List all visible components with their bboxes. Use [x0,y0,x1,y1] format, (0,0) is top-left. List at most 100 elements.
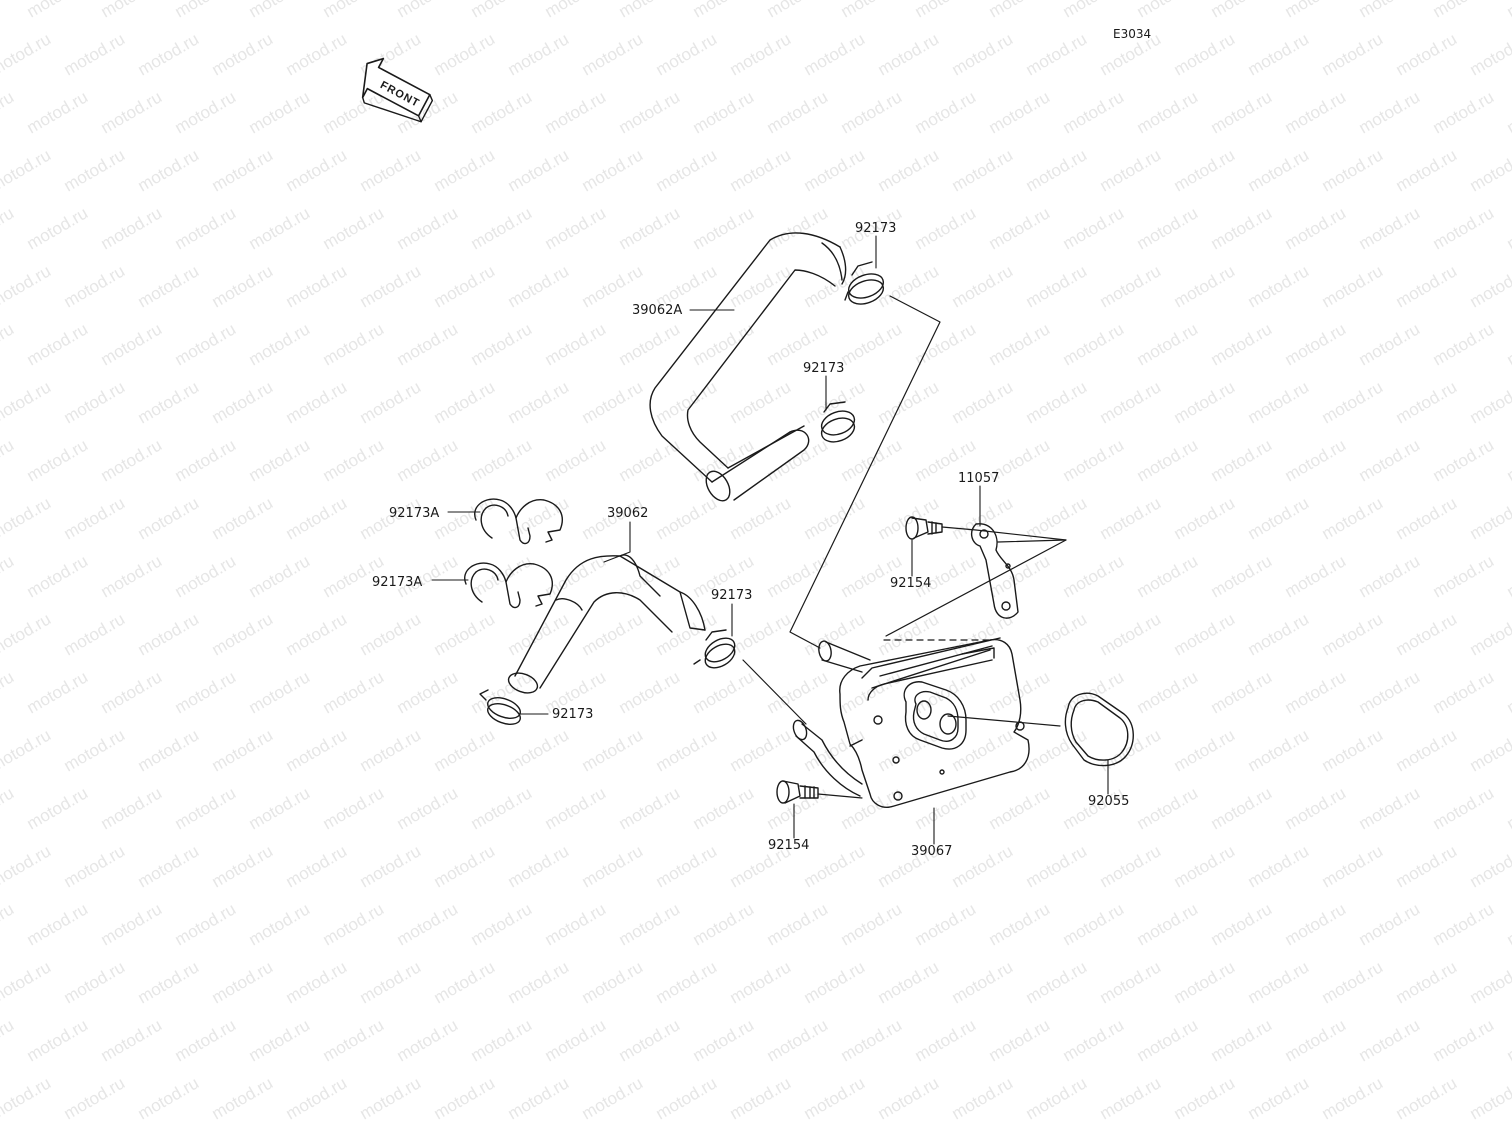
watermark-text: motod.ru [0,145,54,195]
watermark-text: motod.ru [394,435,462,485]
watermark-text: motod.ru [616,0,684,21]
watermark-text: motod.ru [1504,667,1512,717]
watermark-text: motod.ru [764,899,832,949]
watermark-text: motod.ru [61,493,129,543]
watermark-text: motod.ru [875,29,943,79]
watermark-text: motod.ru [505,957,573,1007]
watermark-text: motod.ru [246,1015,314,1065]
watermark-text: motod.ru [468,899,536,949]
watermark-text: motod.ru [1430,87,1498,137]
watermark-text: motod.ru [1504,319,1512,369]
watermark-text: motod.ru [431,609,499,659]
watermark-text: motod.ru [579,145,647,195]
watermark-text: motod.ru [542,203,610,253]
watermark-text: motod.ru [24,551,92,601]
watermark-text: motod.ru [875,725,943,775]
watermark-text: motod.ru [1208,87,1276,137]
watermark-text: motod.ru [283,493,351,543]
watermark-text: motod.ru [1319,261,1387,311]
watermark-text: motod.ru [1467,493,1512,543]
watermark-text: motod.ru [764,87,832,137]
watermark-text: motod.ru [1060,203,1128,253]
watermark-text: motod.ru [0,1073,54,1123]
watermark-text: motod.ru [246,667,314,717]
watermark-text: motod.ru [727,377,795,427]
watermark-text: motod.ru [209,145,277,195]
watermark-text: motod.ru [172,203,240,253]
watermark-text: motod.ru [1208,1015,1276,1065]
watermark-text: motod.ru [246,899,314,949]
part-label-92173a-lower: 92173A [372,575,423,590]
watermark-text: motod.ru [1393,493,1461,543]
watermark-text: motod.ru [1356,319,1424,369]
watermark-text: motod.ru [0,957,54,1007]
watermark-text: motod.ru [135,493,203,543]
watermark-text: motod.ru [875,261,943,311]
watermark-text: motod.ru [0,29,54,79]
watermark-text: motod.ru [394,1015,462,1065]
watermark-text: motod.ru [1171,29,1239,79]
watermark-text: motod.ru [172,783,240,833]
watermark-text: motod.ru [1097,609,1165,659]
watermark-text: motod.ru [949,725,1017,775]
watermark-text: motod.ru [1245,29,1313,79]
clamp-92173-top [844,261,885,305]
watermark-text: motod.ru [24,0,92,21]
watermark-text: motod.ru [1319,841,1387,891]
watermark-text: motod.ru [283,609,351,659]
watermark-text: motod.ru [172,667,240,717]
watermark-text: motod.ru [653,145,721,195]
watermark-text: motod.ru [690,1015,758,1065]
watermark-text: motod.ru [690,0,758,21]
watermark-text: motod.ru [0,725,54,775]
watermark-text: motod.ru [61,377,129,427]
watermark-text: motod.ru [61,725,129,775]
watermark-text: motod.ru [1430,203,1498,253]
watermark-text: motod.ru [1023,1073,1091,1123]
watermark-text: motod.ru [1356,1015,1424,1065]
watermark-text: motod.ru [394,783,462,833]
watermark-text: motod.ru [1282,1015,1350,1065]
watermark-text: motod.ru [838,0,906,21]
watermark-text: motod.ru [1319,725,1387,775]
watermark-text: motod.ru [357,261,425,311]
watermark-text: motod.ru [949,29,1017,79]
watermark-text: motod.ru [1023,725,1091,775]
watermark-text: motod.ru [283,957,351,1007]
part-label-92173a-upper: 92173A [389,506,440,521]
watermark-text: motod.ru [1023,261,1091,311]
watermark-text: motod.ru [98,319,166,369]
watermark-text: motod.ru [616,435,684,485]
watermark-text: motod.ru [949,957,1017,1007]
watermark-text: motod.ru [283,145,351,195]
watermark-text: motod.ru [61,261,129,311]
watermark-text: motod.ru [912,899,980,949]
watermark-text: motod.ru [838,783,906,833]
watermark-text: motod.ru [690,319,758,369]
watermark-text: motod.ru [209,841,277,891]
watermark-text: motod.ru [1356,551,1424,601]
watermark-text: motod.ru [727,609,795,659]
watermark-text: motod.ru [1393,29,1461,79]
bracket-11057 [970,523,1019,619]
watermark-text: motod.ru [727,29,795,79]
watermark-text: motod.ru [1245,841,1313,891]
watermark-text: motod.ru [431,377,499,427]
watermark-text: motod.ru [1430,319,1498,369]
watermark-text: motod.ru [1393,1073,1461,1123]
watermark-text: motod.ru [579,725,647,775]
watermark-text: motod.ru [0,667,17,717]
watermark-text: motod.ru [431,145,499,195]
watermark-text: motod.ru [61,957,129,1007]
watermark-text: motod.ru [1430,435,1498,485]
watermark-text: motod.ru [1023,609,1091,659]
watermark-text: motod.ru [1171,841,1239,891]
part-label-39062a: 39062A [632,303,683,318]
watermark-text: motod.ru [246,0,314,21]
watermark-text: motod.ru [246,203,314,253]
watermark-text: motod.ru [61,1073,129,1123]
watermark-text: motod.ru [1319,957,1387,1007]
watermark-text: motod.ru [1430,551,1498,601]
watermark-text: motod.ru [1393,145,1461,195]
watermark-text: motod.ru [727,725,795,775]
